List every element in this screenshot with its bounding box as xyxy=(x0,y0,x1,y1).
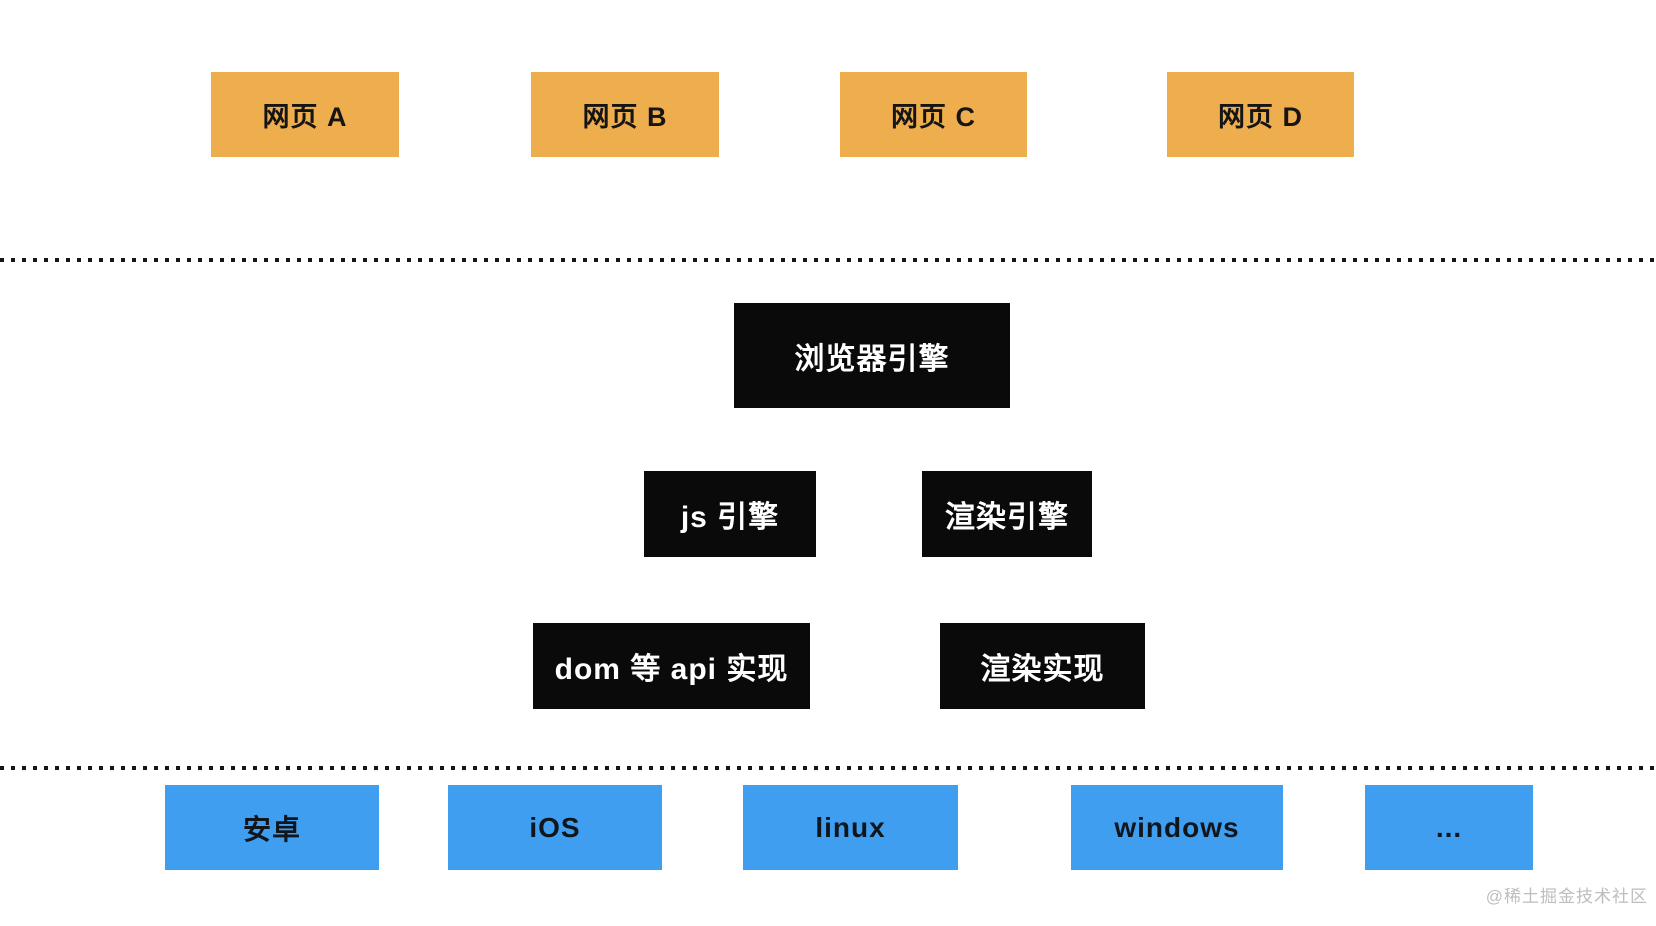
dotted-separator-bottom xyxy=(0,766,1656,770)
js-engine-box: js 引擎 xyxy=(644,471,816,557)
webpage-d-label: 网页 D xyxy=(1218,102,1303,132)
render-implementation-box: 渲染实现 xyxy=(940,623,1145,709)
render-engine-label: 渲染引擎 xyxy=(945,501,1069,534)
os-more-label: ... xyxy=(1435,811,1463,843)
os-android-box: 安卓 xyxy=(165,785,379,870)
render-implementation-label: 渲染实现 xyxy=(980,653,1105,686)
os-ios-box: iOS xyxy=(448,785,662,870)
watermark-text: @稀土掘金技术社区 xyxy=(1485,887,1648,906)
os-windows-label: windows xyxy=(1114,811,1240,843)
js-engine-label: js 引擎 xyxy=(680,501,780,534)
webpage-a-label: 网页 A xyxy=(262,102,348,132)
webpage-c-label: 网页 C xyxy=(891,102,976,132)
os-windows-box: windows xyxy=(1071,785,1283,870)
render-engine-box: 渲染引擎 xyxy=(922,471,1092,557)
os-linux-box: linux xyxy=(743,785,958,870)
webpage-b-label: 网页 B xyxy=(582,102,668,132)
dom-api-implementation-box: dom 等 api 实现 xyxy=(533,623,810,709)
os-linux-label: linux xyxy=(815,811,886,843)
webpage-b-box: 网页 B xyxy=(531,72,719,157)
browser-engine-box: 浏览器引擎 xyxy=(734,303,1010,408)
os-more-box: ... xyxy=(1365,785,1533,870)
webpage-a-box: 网页 A xyxy=(211,72,399,157)
webpage-c-box: 网页 C xyxy=(840,72,1027,157)
dom-api-implementation-label: dom 等 api 实现 xyxy=(554,653,789,686)
dotted-separator-top xyxy=(0,258,1656,262)
webpage-d-box: 网页 D xyxy=(1167,72,1354,157)
os-ios-label: iOS xyxy=(529,811,581,843)
os-android-label: 安卓 xyxy=(242,813,301,845)
browser-engine-label: 浏览器引擎 xyxy=(794,342,950,376)
